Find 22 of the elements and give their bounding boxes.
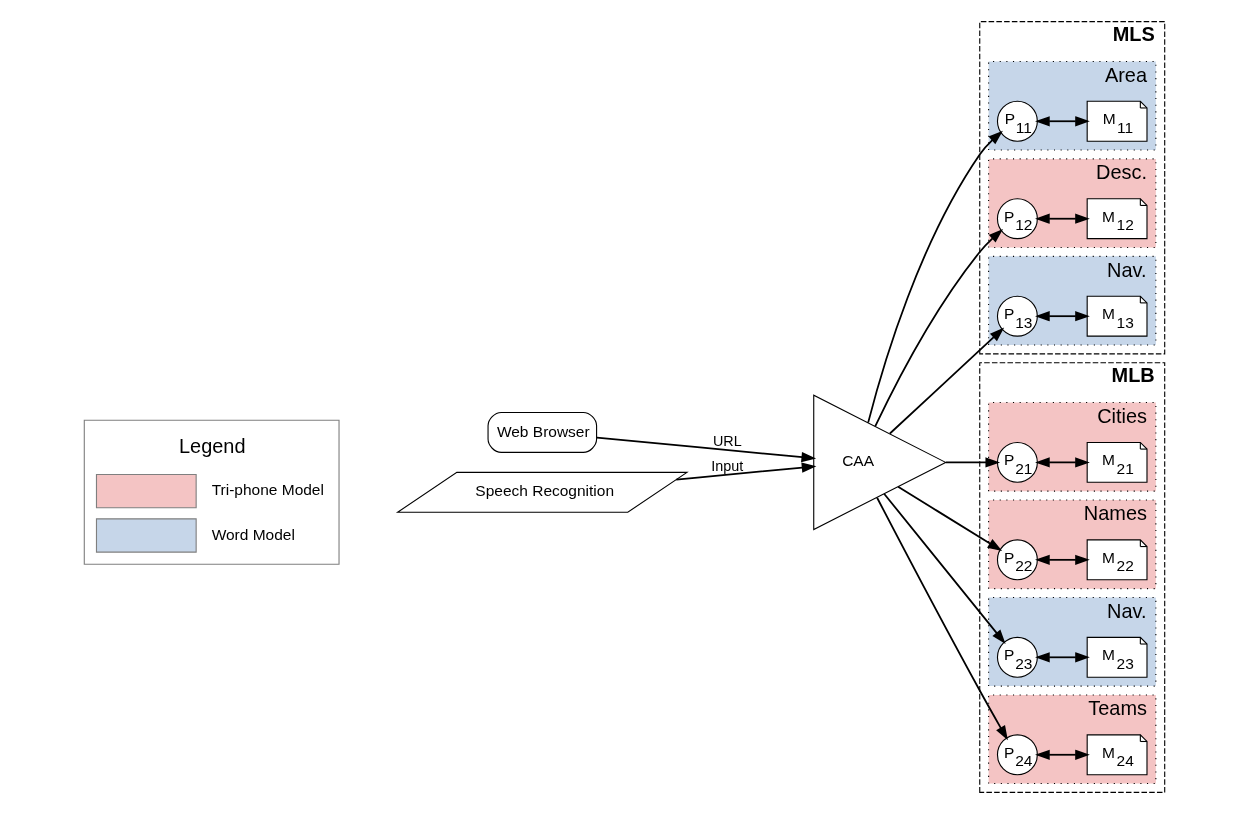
arrow bbox=[1035, 116, 1090, 127]
arrow bbox=[944, 457, 1001, 468]
label: Legend bbox=[178, 434, 246, 457]
arrow bbox=[1035, 554, 1090, 565]
arrow bbox=[1035, 457, 1090, 468]
legend-label: Tri-phone Model bbox=[211, 481, 324, 499]
edge-label: URL bbox=[712, 433, 742, 450]
arrow bbox=[867, 130, 1003, 424]
node-box: Web Browser bbox=[487, 412, 598, 453]
arrow bbox=[675, 462, 817, 481]
edge-label: Input bbox=[711, 457, 744, 474]
arrow bbox=[897, 485, 1003, 552]
arrow bbox=[889, 327, 1005, 435]
arrow bbox=[874, 228, 1004, 428]
arrow bbox=[1035, 749, 1090, 760]
legend-label: Word Model bbox=[211, 525, 295, 543]
arrow bbox=[596, 436, 817, 463]
arrow bbox=[883, 492, 1006, 645]
arrow bbox=[1035, 311, 1090, 322]
arrow bbox=[1035, 652, 1090, 663]
arrow bbox=[1035, 213, 1090, 224]
arrow bbox=[876, 496, 1008, 741]
